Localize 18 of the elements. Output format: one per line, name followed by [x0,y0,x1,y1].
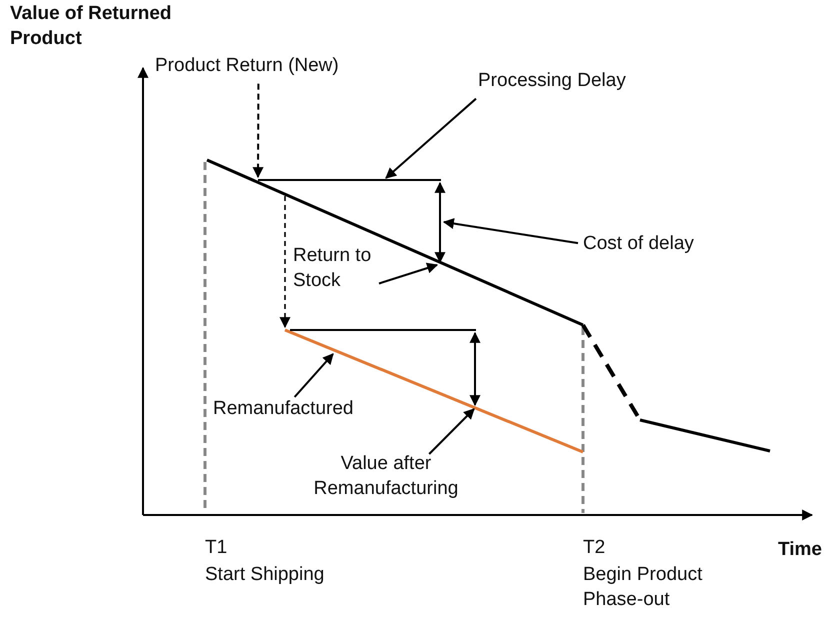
callout-text: Remanufactured [213,397,373,422]
tick-label: T1 [205,536,228,560]
callout-text: Return to Stock [293,244,375,294]
tick-label: T2 [583,536,606,560]
leader-line [385,98,477,179]
callout-text: Cost of delay [583,232,743,257]
tick-label: Begin Product Phase-out [583,563,704,612]
callout-text: Product Return (New) [155,54,375,79]
leader-line [378,262,438,284]
axis-label: Time [778,538,824,562]
axis-label: Value of Returned Product [10,2,173,51]
leader-line [294,353,334,398]
leader-line [442,218,578,244]
leader-line [252,84,264,178]
tick-label: Start Shipping [205,563,326,587]
callout-text: Value after Remanufacturing [296,452,476,502]
callout-text: Processing Delay [478,69,658,94]
leader-line [428,408,475,455]
